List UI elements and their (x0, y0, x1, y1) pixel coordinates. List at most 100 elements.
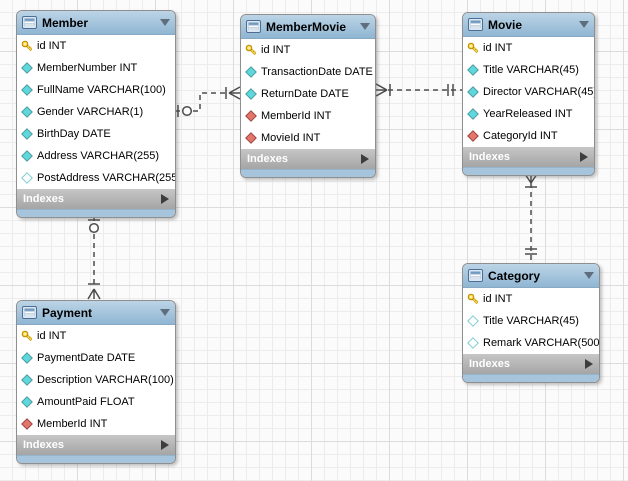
column-row[interactable]: Director VARCHAR(45) (463, 81, 594, 103)
relationship-membermovie-movie[interactable] (375, 83, 462, 97)
column-label: Description VARCHAR(100) (37, 374, 174, 386)
column-row[interactable]: ReturnDate DATE (241, 83, 375, 105)
column-row[interactable]: PaymentDate DATE (17, 347, 175, 369)
indexes-footer[interactable]: Indexes (463, 354, 599, 374)
column-row[interactable]: AmountPaid FLOAT (17, 391, 175, 413)
attribute-diamond-icon (21, 374, 33, 386)
column-row[interactable]: MovieId INT (241, 127, 375, 149)
expand-arrow-icon[interactable] (361, 154, 369, 164)
column-row[interactable]: Remark VARCHAR(500) (463, 332, 599, 354)
table-header[interactable]: Movie (463, 13, 594, 37)
indexes-footer[interactable]: Indexes (17, 189, 175, 209)
column-row[interactable]: MemberId INT (17, 413, 175, 435)
column-row[interactable]: YearReleased INT (463, 103, 594, 125)
column-row[interactable]: Gender VARCHAR(1) (17, 101, 175, 123)
attribute-diamond-icon (21, 128, 33, 140)
indexes-footer[interactable]: Indexes (17, 435, 175, 455)
nullable-diamond-icon (467, 315, 479, 327)
expand-arrow-icon[interactable] (161, 440, 169, 450)
column-label: MemberNumber INT (37, 62, 138, 74)
column-row[interactable]: Title VARCHAR(45) (463, 310, 599, 332)
column-row[interactable]: MemberId INT (241, 105, 375, 127)
column-label: AmountPaid FLOAT (37, 396, 135, 408)
column-row[interactable]: PostAddress VARCHAR(255) (17, 167, 175, 189)
primary-key-icon (245, 44, 257, 56)
foreign-key-diamond-icon (21, 418, 33, 430)
column-label: Gender VARCHAR(1) (37, 106, 144, 118)
column-label: Director VARCHAR(45) (483, 86, 595, 98)
column-row[interactable]: Address VARCHAR(255) (17, 145, 175, 167)
column-row[interactable]: FullName VARCHAR(100) (17, 79, 175, 101)
column-row[interactable]: id INT (17, 35, 175, 57)
indexes-footer[interactable]: Indexes (463, 147, 594, 167)
table-movie[interactable]: Movie id INT Title VARCHAR(45) Director VAR… (462, 12, 595, 176)
expand-arrow-icon[interactable] (161, 194, 169, 204)
table-member[interactable]: Member id INT MemberNumber INT FullName VAR… (16, 10, 176, 218)
column-row[interactable]: Description VARCHAR(100) (17, 369, 175, 391)
column-row[interactable]: CategoryId INT (463, 125, 594, 147)
expand-arrow-icon[interactable] (585, 359, 593, 369)
table-header[interactable]: Category (463, 264, 599, 288)
column-label: BirthDay DATE (37, 128, 111, 140)
column-label: FullName VARCHAR(100) (37, 84, 166, 96)
attribute-diamond-icon (21, 352, 33, 364)
column-label: Title VARCHAR(45) (483, 64, 579, 76)
table-columns: id INT MemberNumber INT FullName VARCHAR(1… (17, 35, 175, 189)
table-icon (22, 16, 37, 29)
column-row[interactable]: TransactionDate DATE (241, 61, 375, 83)
column-label: YearReleased INT (483, 108, 573, 120)
primary-key-icon (467, 42, 479, 54)
collapse-triangle-icon[interactable] (584, 272, 594, 279)
column-label: CategoryId INT (483, 130, 558, 142)
nullable-diamond-icon (21, 172, 33, 184)
table-bottom-strip (17, 455, 175, 463)
table-title: Member (42, 15, 89, 30)
column-label: id INT (261, 44, 291, 56)
expand-arrow-icon[interactable] (580, 152, 588, 162)
attribute-diamond-icon (21, 84, 33, 96)
table-header[interactable]: Member (17, 11, 175, 35)
table-title: MemberMovie (266, 19, 347, 34)
relationship-movie-category[interactable] (524, 173, 538, 263)
collapse-triangle-icon[interactable] (160, 309, 170, 316)
column-label: Address VARCHAR(255) (37, 150, 160, 162)
table-header[interactable]: MemberMovie (241, 15, 375, 39)
table-title: Payment (42, 305, 93, 320)
column-row[interactable]: id INT (17, 325, 175, 347)
indexes-label: Indexes (469, 151, 510, 163)
attribute-diamond-icon (245, 66, 257, 78)
table-title: Movie (488, 17, 523, 32)
collapse-triangle-icon[interactable] (360, 23, 370, 30)
indexes-label: Indexes (247, 153, 288, 165)
column-row[interactable]: id INT (241, 39, 375, 61)
table-bottom-strip (463, 167, 594, 175)
column-row[interactable]: id INT (463, 288, 599, 310)
column-row[interactable]: BirthDay DATE (17, 123, 175, 145)
column-label: id INT (37, 40, 67, 52)
relationship-member-payment[interactable] (87, 216, 101, 300)
indexes-label: Indexes (469, 358, 510, 370)
relationship-member-membermovie[interactable] (175, 86, 241, 117)
table-icon (246, 20, 261, 33)
collapse-triangle-icon[interactable] (160, 19, 170, 26)
column-label: PostAddress VARCHAR(255) (37, 172, 176, 184)
attribute-diamond-icon (21, 396, 33, 408)
collapse-triangle-icon[interactable] (579, 21, 589, 28)
table-header[interactable]: Payment (17, 301, 175, 325)
column-row[interactable]: MemberNumber INT (17, 57, 175, 79)
attribute-diamond-icon (21, 150, 33, 162)
column-row[interactable]: id INT (463, 37, 594, 59)
table-columns: id INT Title VARCHAR(45) Director VARCHAR(… (463, 37, 594, 147)
nullable-diamond-icon (467, 337, 479, 349)
column-row[interactable]: Title VARCHAR(45) (463, 59, 594, 81)
indexes-label: Indexes (23, 193, 64, 205)
indexes-footer[interactable]: Indexes (241, 149, 375, 169)
column-label: id INT (483, 42, 513, 54)
column-label: MemberId INT (261, 110, 332, 122)
